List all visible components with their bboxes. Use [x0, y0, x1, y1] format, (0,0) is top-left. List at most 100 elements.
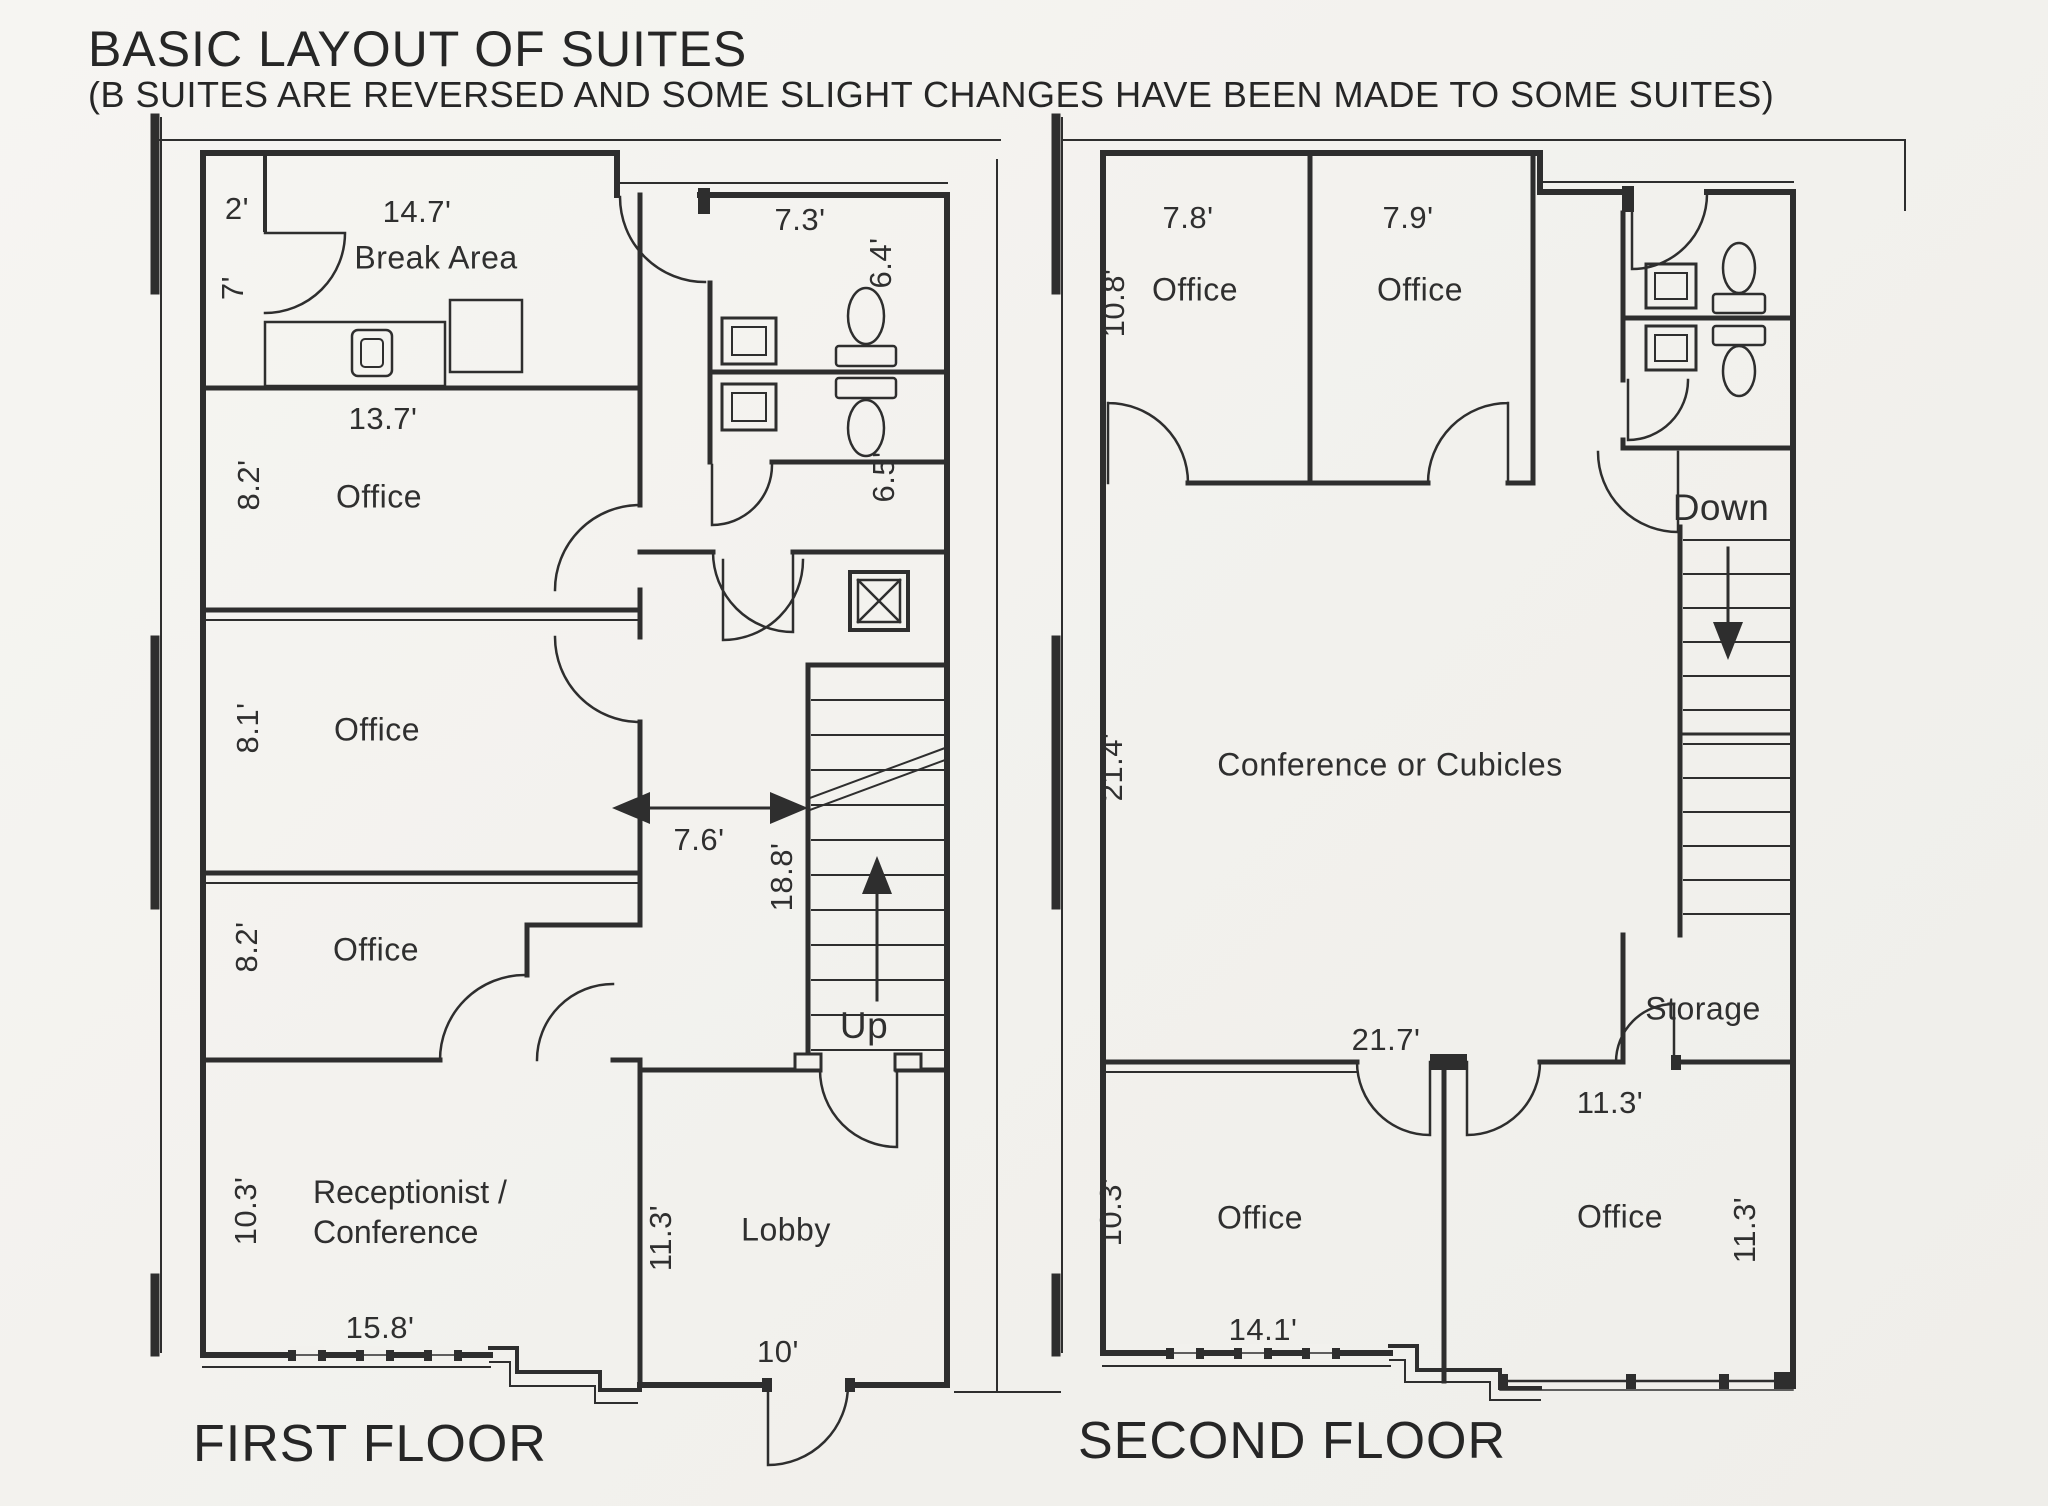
dim-f2-office4-depth: 11.3'	[1727, 1196, 1762, 1264]
dim-top-offset: 2'	[224, 191, 250, 226]
conference-door-post	[1430, 1054, 1467, 1070]
dim-entry-width: 10'	[757, 1334, 799, 1369]
second-floor-plan	[1051, 113, 1906, 1401]
sink-icon	[720, 382, 778, 432]
toilet-tank-icon	[1711, 292, 1767, 315]
corner-post	[1774, 1372, 1796, 1389]
sink-basin-icon	[731, 326, 767, 356]
room-label-receptionist: Receptionist / Conference	[313, 1172, 507, 1252]
sink-basin-icon	[1654, 272, 1688, 300]
exterior-walls	[200, 150, 950, 1388]
stair-up-label: Up	[839, 1005, 889, 1046]
stair-newel-post	[793, 1052, 823, 1072]
stair-down-label: Down	[1672, 487, 1770, 528]
dim-reception-depth: 10.3'	[228, 1176, 263, 1246]
dim-office3-depth: 8.2'	[229, 921, 264, 973]
interior-walls	[200, 192, 950, 1388]
dim-break-left: 7'	[215, 275, 250, 301]
dim-f2-office1-width: 7.8'	[1162, 200, 1214, 235]
room-label-f2-office4: Office	[1577, 1198, 1663, 1235]
dim-f2-office2-width: 7.9'	[1382, 200, 1434, 235]
break-sink-basin-icon	[360, 338, 384, 368]
exterior-walls	[1100, 150, 1796, 1388]
dim-bath-door: 7.3'	[774, 202, 826, 237]
toilet-icon	[846, 398, 886, 458]
dim-break-width: 14.7'	[382, 194, 452, 229]
first-floor-plan	[150, 113, 1061, 1467]
room-label-storage: Storage	[1645, 990, 1761, 1027]
entry-door-post-left	[762, 1378, 772, 1392]
toilet-icon	[1721, 241, 1757, 295]
sink-icon	[720, 316, 778, 366]
second-floor-title: SECOND FLOOR	[1078, 1412, 1507, 1470]
stair-break-line	[808, 746, 947, 812]
toilet-tank-icon	[834, 376, 898, 400]
sink-icon	[1644, 324, 1698, 372]
room-label-conference: Conference or Cubicles	[1217, 746, 1563, 783]
down-arrow-icon	[1713, 622, 1743, 660]
dim-bath-upper: 6.4'	[863, 237, 898, 289]
interior-wall-shadow-lines	[202, 619, 641, 884]
break-table	[448, 298, 524, 374]
dim-hall-width: 7.6'	[673, 822, 725, 857]
room-label-f2-office3: Office	[1217, 1199, 1303, 1236]
door-arcs	[1106, 192, 1709, 1137]
window-mullion	[1498, 1374, 1508, 1389]
page-subtitle: (B SUITES ARE REVERSED AND SOME SLIGHT C…	[88, 74, 1775, 115]
up-arrow-icon	[862, 856, 892, 894]
sink-icon	[1644, 262, 1698, 310]
receptionist-line2: Conference	[313, 1214, 479, 1250]
room-label-f2-office1: Office	[1152, 271, 1238, 308]
entry-step-outer	[489, 1361, 638, 1404]
room-label-f2-office2: Office	[1377, 271, 1463, 308]
elevator-inner	[856, 578, 902, 624]
dim-f2-office-depth: 10.8'	[1096, 268, 1131, 338]
room-label-lobby: Lobby	[741, 1211, 831, 1248]
sink-basin-icon	[1654, 334, 1688, 362]
break-sink-icon	[350, 328, 394, 378]
interior-walls	[1100, 150, 1796, 1384]
room-label-office1: Office	[336, 478, 422, 515]
elevator-x	[856, 578, 902, 624]
dim-stair-length: 18.8'	[764, 842, 799, 912]
page-title: BASIC LAYOUT OF SUITES	[88, 21, 748, 77]
door-arcs	[263, 195, 899, 1467]
dim-storage-front: 11.3'	[1576, 1085, 1644, 1120]
dim-conference-width: 21.7'	[1351, 1022, 1421, 1057]
dim-office1-width: 13.7'	[348, 401, 418, 436]
window-icons	[288, 1346, 462, 1363]
window-mullion	[1626, 1374, 1636, 1389]
left-arrow-icon	[612, 792, 650, 824]
entry-step	[488, 1346, 642, 1392]
dim-f2-office3-depth: 10.3'	[1093, 1177, 1128, 1247]
dim-window-wall-f2: 14.1'	[1228, 1312, 1298, 1347]
dim-window-wall-f1: 15.8'	[345, 1310, 415, 1345]
entry-door-post-right	[845, 1378, 855, 1392]
room-label-break-area: Break Area	[354, 239, 518, 276]
break-counter	[263, 320, 447, 388]
dim-conference-depth: 21.4'	[1094, 732, 1129, 802]
window-mullion	[1719, 1374, 1729, 1389]
dim-office2-depth: 8.1'	[230, 702, 265, 754]
first-floor-title: FIRST FLOOR	[193, 1415, 547, 1473]
receptionist-line1: Receptionist /	[313, 1174, 507, 1210]
right-arrow-icon	[770, 792, 808, 824]
bath-door-jamb	[698, 188, 710, 214]
toilet-icon	[1721, 344, 1757, 398]
vestibule-step-outer	[1389, 1359, 1541, 1401]
room-label-office2: Office	[334, 711, 420, 748]
dim-office1-depth: 8.2'	[231, 459, 266, 511]
storage-door-post	[1671, 1055, 1681, 1070]
stair-newel-post	[893, 1052, 923, 1072]
toilet-icon	[846, 286, 886, 346]
exterior-thin-lines	[1061, 117, 1906, 1367]
window-icons	[1166, 1344, 1340, 1361]
room-label-office3: Office	[333, 931, 419, 968]
toilet-tank-icon	[1711, 324, 1767, 347]
dim-bath-lower: 6.5'	[866, 451, 901, 503]
elevator-icon	[848, 570, 910, 632]
toilet-tank-icon	[834, 344, 898, 368]
sink-basin-icon	[731, 392, 767, 422]
